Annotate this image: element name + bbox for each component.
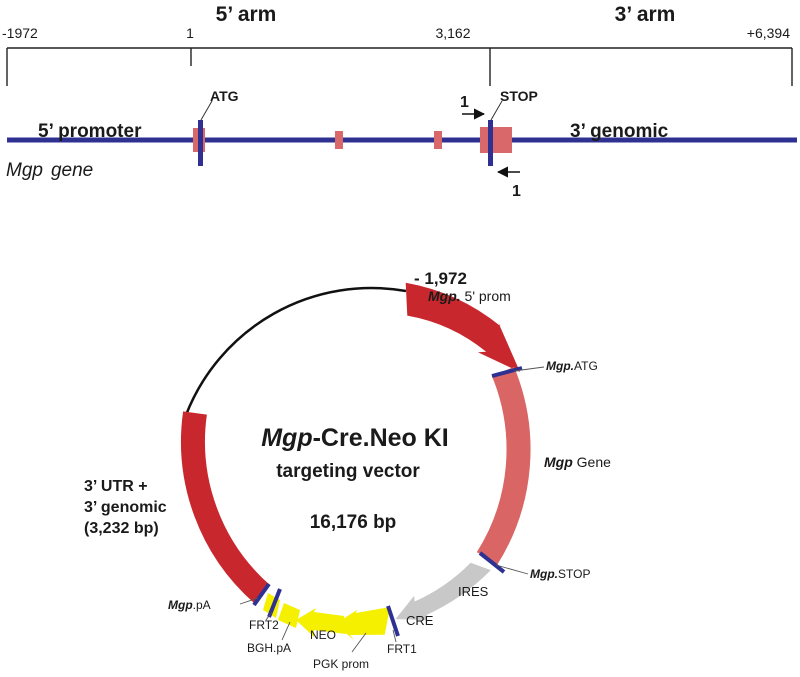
genomic-label: 3’ genomic (570, 121, 669, 142)
exon-4 (480, 127, 512, 153)
stop-tick (478, 551, 506, 574)
coord-one: 1 (186, 25, 194, 41)
vector-title-gene: Mgp (261, 424, 312, 452)
coord-start: -1972 (2, 25, 38, 41)
stop-marker (488, 120, 493, 166)
frt1-arrow (335, 607, 390, 640)
atg-marker (198, 120, 203, 166)
bgh-pa-label: BGH.pA (247, 641, 291, 655)
arm-bracket (6, 47, 793, 86)
three-prime-arm-label: 3’ arm (615, 3, 676, 26)
atg-tick (491, 366, 523, 378)
atg-label: ATG (210, 88, 239, 104)
utr-label-line1: 3’ UTR + (84, 478, 148, 495)
pa-feature-label: Mgp.pA (168, 598, 211, 612)
neo-label: NEO (310, 628, 336, 642)
primer-forward-label: 1 (460, 94, 469, 111)
coord-mid: 3,162 (435, 25, 470, 41)
frt1-tick (386, 605, 400, 637)
exon-3 (434, 131, 442, 149)
promoter-label: Mgp. 5' prom (428, 288, 511, 304)
ires-cre-arrow (395, 562, 491, 620)
site-ticks (252, 366, 523, 637)
promoter-label: 5’ promoter (38, 121, 142, 142)
gene-word: gene (51, 160, 93, 181)
stop-feature-label: Mgp.STOP (530, 567, 590, 581)
vector-subtitle: targeting vector (276, 461, 420, 482)
atg-feature-label: Mgp.ATG (546, 359, 598, 373)
ires-label: IRES (458, 584, 489, 599)
atg-leader (200, 100, 213, 121)
utr-label-line3: (3,232 bp) (84, 520, 159, 537)
bgh-pa-block (278, 603, 300, 628)
cre-label: CRE (406, 613, 434, 628)
utr-label-line2: 3’ genomic (84, 499, 167, 516)
neo-arrow (296, 608, 346, 637)
vector-title: Mgp-Cre.Neo KI (261, 424, 449, 452)
primer-reverse-label: 1 (512, 183, 521, 200)
frt2-tick (267, 588, 282, 618)
leader-lines (239, 366, 545, 653)
frt1-label: FRT1 (387, 642, 417, 656)
coord-end: +6,394 (747, 25, 790, 41)
plasmid-map: Mgp-Cre.Neo KI targeting vector 16,176 b… (84, 269, 611, 671)
frt2-label: FRT2 (249, 618, 279, 632)
gene-arc (476, 366, 531, 565)
pa-tick (252, 582, 271, 607)
exon-2 (335, 131, 343, 149)
utr-genomic-arc (181, 411, 271, 604)
five-prime-arm-label: 5’ arm (216, 3, 277, 26)
pgk-prom-label: PGK prom (313, 657, 369, 671)
gene-feature-label: Mgp Gene (544, 454, 611, 470)
start-coord-label: - 1,972 (414, 269, 467, 288)
vector-title-rest: -Cre.Neo KI (313, 424, 449, 452)
promoter-arrow (405, 282, 520, 372)
stop-label: STOP (500, 88, 538, 104)
gene-name: Mgp (6, 160, 43, 181)
vector-size: 16,176 bp (310, 512, 397, 533)
plasmid-backbone (184, 286, 407, 416)
gene-map: 5’ arm 3’ arm -1972 1 3,162 +6,394 ATG S… (2, 3, 797, 200)
stop-leader (490, 100, 503, 121)
